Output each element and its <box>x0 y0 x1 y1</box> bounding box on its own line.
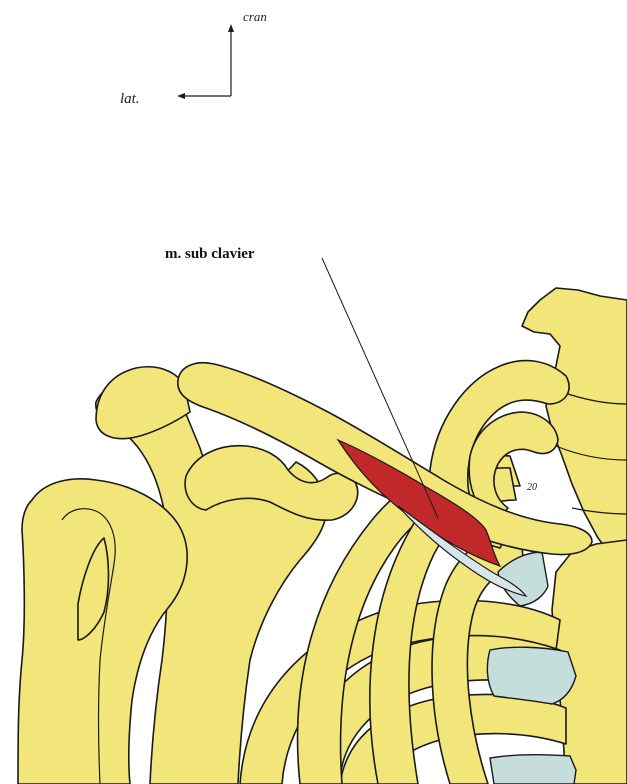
cranial-label: cran <box>243 9 267 24</box>
lateral-arrowhead <box>177 93 185 99</box>
costal-cartilage-3 <box>490 755 576 784</box>
lateral-label: lat. <box>120 91 140 107</box>
small-mark: 20 <box>527 482 537 493</box>
cranial-arrowhead <box>228 24 234 32</box>
costal-cartilage-2 <box>487 647 576 704</box>
orientation-compass: cran lat. <box>120 9 267 107</box>
muscle-label: m. sub clavier <box>165 246 255 262</box>
